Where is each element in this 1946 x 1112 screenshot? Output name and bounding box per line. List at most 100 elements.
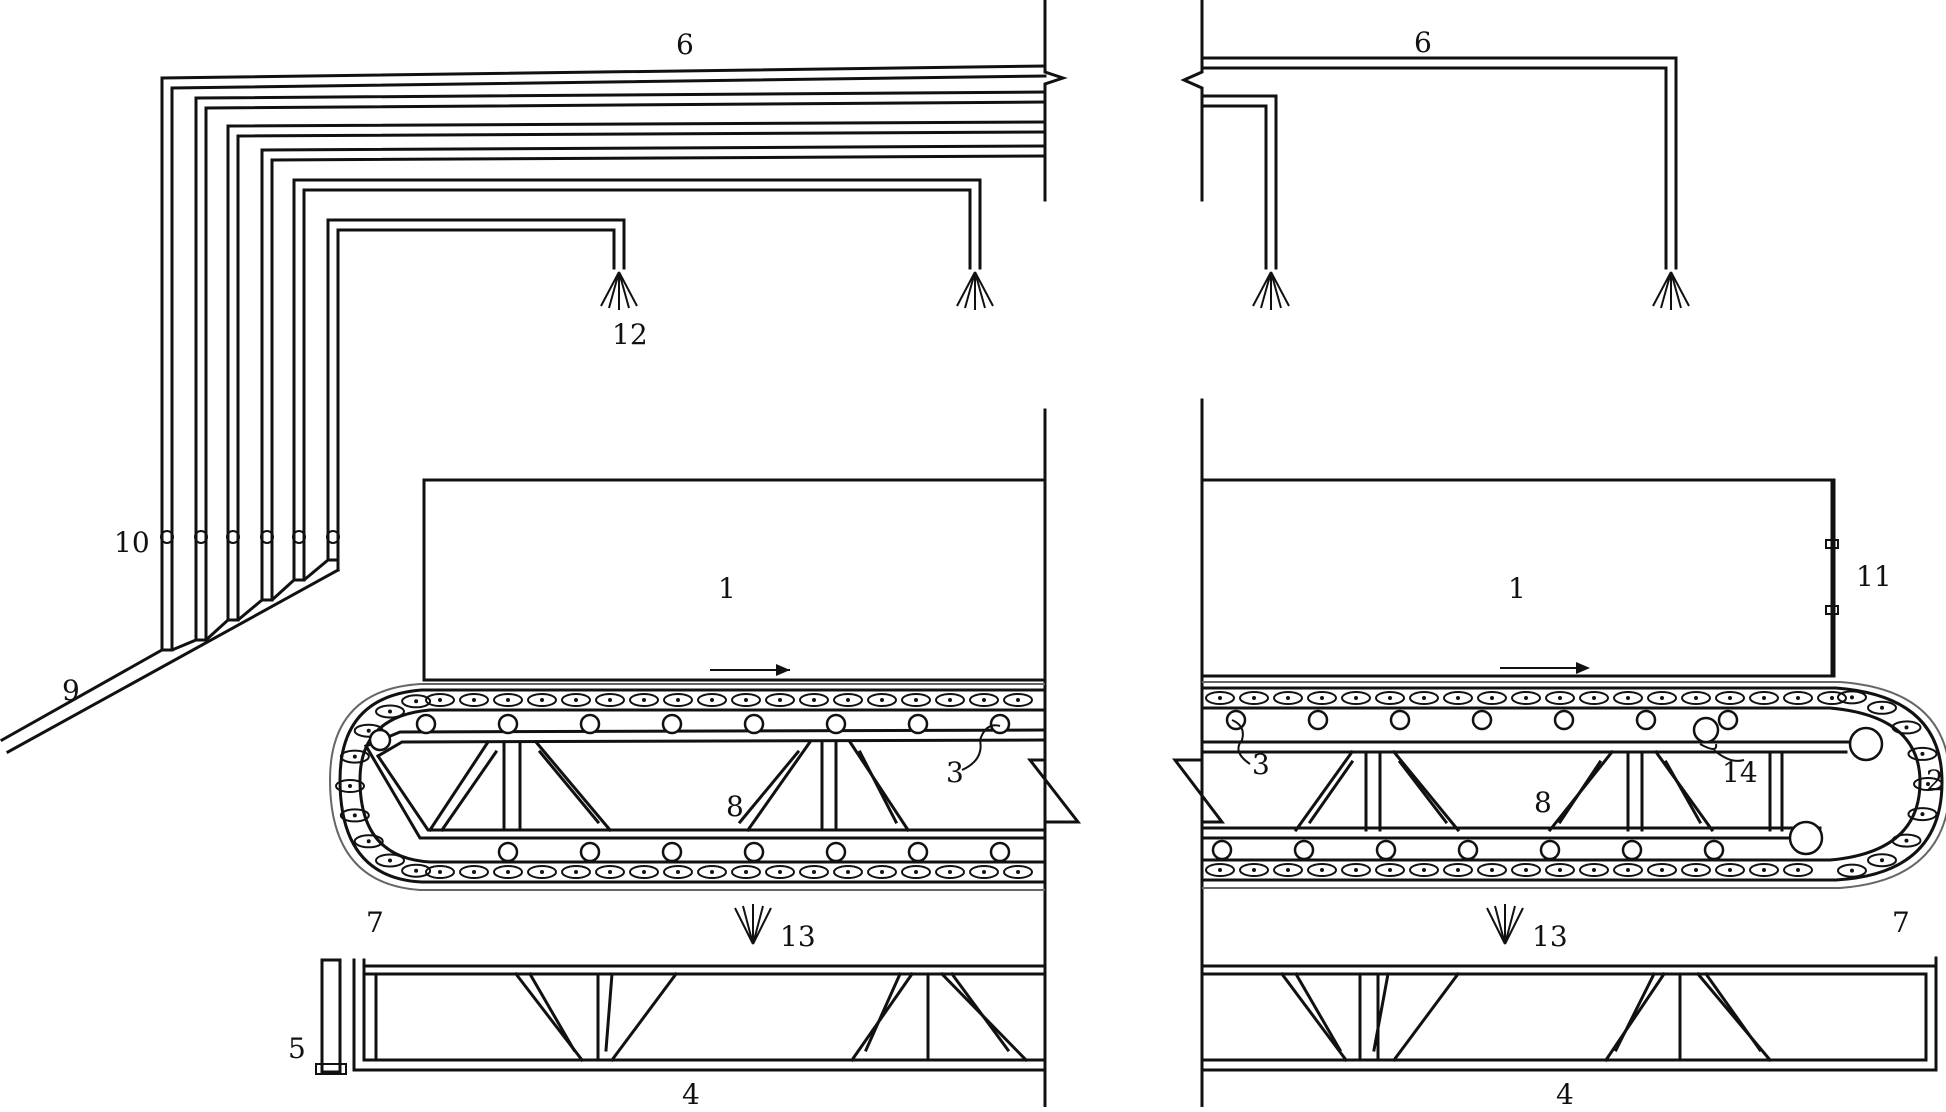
chain-pin (1626, 696, 1630, 700)
roller-icon (743, 713, 765, 735)
roller-icon (1471, 709, 1493, 731)
label-gap-left: 7 (366, 906, 384, 939)
chain-pin (1660, 696, 1664, 700)
chain-link (595, 865, 625, 879)
chain-link (901, 865, 931, 879)
chain-pin (1252, 868, 1256, 872)
chain-link (1749, 863, 1779, 877)
chain-link (1891, 833, 1922, 848)
valve-icon[interactable] (226, 530, 240, 544)
chain-link (339, 749, 370, 764)
chain-pin (1016, 870, 1020, 874)
chain-pin (1218, 696, 1222, 700)
chain-pin (642, 698, 646, 702)
valve-icon[interactable] (260, 530, 274, 544)
spray-nozzle-icon (1252, 271, 1290, 310)
chain-pin (1252, 696, 1256, 700)
tension-roller-icon (1692, 716, 1720, 744)
valve-icon[interactable] (194, 530, 208, 544)
chain-pin (540, 698, 544, 702)
chain-pin (366, 728, 371, 733)
chain-pin (1592, 868, 1596, 872)
chain-link (867, 865, 897, 879)
chain-link (935, 865, 965, 879)
valve-icon[interactable] (326, 530, 340, 544)
chain-pin (1728, 868, 1732, 872)
chain-link (1867, 853, 1897, 868)
valve-icon[interactable] (292, 530, 306, 544)
chain-link (833, 865, 863, 879)
chain-link (1681, 691, 1711, 705)
chain-pin (388, 858, 392, 863)
chain-pin (1456, 868, 1460, 872)
spray-nozzles-bottom (734, 904, 1524, 945)
spray-nozzles-top (600, 271, 1690, 310)
label-material-left: 1 (718, 572, 736, 605)
chain-pin (1354, 696, 1358, 700)
roller-icon (989, 713, 1011, 735)
label-nozzle: 12 (612, 318, 648, 351)
direction-arrows (710, 662, 1590, 676)
chain-link (697, 693, 727, 707)
spray-nozzle-icon (734, 904, 772, 945)
chain-link (935, 693, 965, 707)
end-roller-icon (368, 728, 392, 752)
chain-pin (352, 813, 357, 818)
roller-icon (415, 713, 437, 735)
chain-link (401, 694, 432, 709)
chain-pin (1490, 696, 1494, 700)
conveyor-right (1171, 681, 1946, 889)
chain-pin (1660, 868, 1664, 872)
chain-pin (1762, 696, 1766, 700)
rollers (335, 690, 1943, 879)
chain-link (1907, 807, 1938, 822)
chain-pin (1320, 696, 1324, 700)
chain-pin (1830, 696, 1834, 700)
label-sensor: 11 (1856, 560, 1892, 593)
labels: 6 6 12 10 9 1 1 11 3 3 8 8 14 2 7 7 13 1… (62, 26, 1944, 1111)
chain-pin (1592, 696, 1596, 700)
chain-pin (778, 870, 782, 874)
label-spray-left: 13 (780, 920, 816, 953)
chain-link (1477, 691, 1507, 705)
chain-link (1003, 865, 1033, 879)
chain-pin (1926, 782, 1930, 786)
chain-link (1783, 691, 1813, 705)
chain-pin (352, 754, 357, 759)
chain-pin (710, 698, 714, 702)
chain-link (1443, 691, 1473, 705)
chain-pin (1849, 695, 1854, 700)
valve-icon[interactable] (160, 530, 174, 544)
chain-pin (1524, 868, 1528, 872)
chain-pin (1762, 868, 1766, 872)
chain-pin (348, 784, 352, 788)
chain-link (1239, 863, 1269, 877)
chain-pin (1524, 696, 1528, 700)
spray-nozzle-icon (1652, 271, 1690, 310)
chain-link (1681, 863, 1711, 877)
roller-icon (497, 713, 519, 735)
chain-pin (880, 870, 884, 874)
chain-pin (1388, 868, 1392, 872)
chain-link (867, 693, 897, 707)
chain-link (901, 693, 931, 707)
chain-link (1477, 863, 1507, 877)
chain-pin (1880, 705, 1884, 710)
chain-link (1867, 700, 1897, 715)
roller-icon (1635, 709, 1657, 731)
roller-icon (1457, 839, 1479, 861)
chain-pin (414, 868, 419, 873)
chain-link (459, 865, 489, 879)
chain-pin (506, 698, 510, 702)
roller-icon (743, 841, 765, 863)
chain-link (1783, 863, 1813, 877)
conveyor-left (328, 683, 1082, 891)
chain-pin (1880, 858, 1884, 863)
roller-icon (1293, 839, 1315, 861)
chain-pin (948, 698, 952, 702)
chain-pin (1694, 868, 1698, 872)
chain-pin (1286, 696, 1290, 700)
chain-link (1715, 863, 1745, 877)
spray-nozzle-icon (956, 271, 994, 310)
